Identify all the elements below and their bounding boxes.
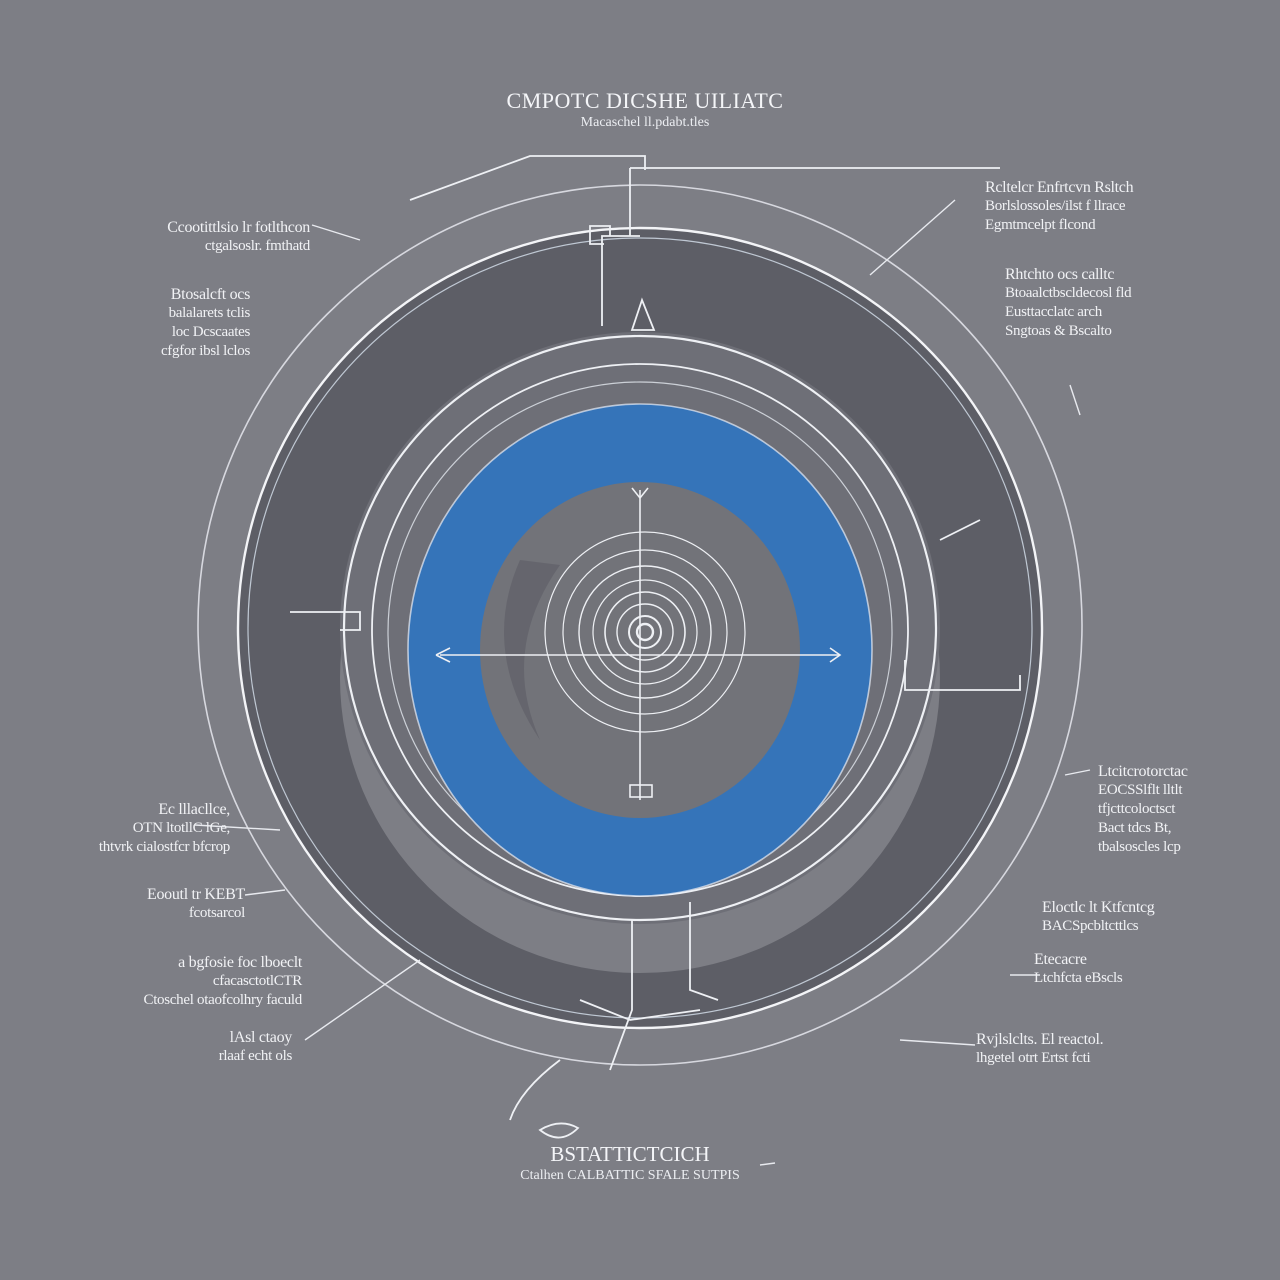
outer-thin-ring bbox=[197, 184, 1083, 1066]
top-channel bbox=[409, 155, 1000, 331]
diagram-title: CMPOTC DICSHE UILIATC bbox=[506, 88, 784, 113]
label-right-low-2: Etecacre Ltchfcta eBscls bbox=[1034, 951, 1123, 986]
blue-ring-edge bbox=[407, 403, 873, 897]
label-left-low-1: a bgfosie foc lboeclt cfacasctotlCTR Cto… bbox=[143, 954, 302, 1008]
inner-core-shadow bbox=[504, 560, 560, 740]
crosshair-lines bbox=[435, 487, 842, 800]
bottom-title: BSTATTICTCICH bbox=[550, 1142, 710, 1166]
label-left-mid-1: Ec lllacllce, OTN ltotllC lGe, thtvrk ci… bbox=[98, 801, 230, 855]
label-left-low-2: lAsl ctaoy rlaaf echt ols bbox=[218, 1029, 293, 1064]
side-connectors bbox=[290, 519, 1021, 691]
label-right-low-1: Eloctlc lt Ktfcntcg BACSpcbltcttlcs bbox=[1042, 899, 1155, 934]
label-top-right-2: Rhtchto ocs calltc Btoaalctbscldecosl fl… bbox=[1005, 266, 1132, 339]
label-right-mid: Ltcitcrotorctac EOCSSlflt lltlt tfjcttco… bbox=[1098, 763, 1188, 855]
bottom-subtitle: Ctalhen CALBATTIC SFALE SUTPIS bbox=[520, 1168, 740, 1183]
leader-lines bbox=[194, 199, 1091, 1166]
label-top-right-1: Rcltelcr Enfrtcvn Rsltch Borlslossoles/i… bbox=[985, 179, 1134, 233]
label-top-left-1: Ccootittlsio lr fotlthcon ctgalsoslr. fm… bbox=[167, 219, 310, 254]
label-right-low-3: Rvjlslclts. El reactol. lhgetel otrt Ert… bbox=[976, 1031, 1104, 1066]
center-target bbox=[544, 531, 746, 733]
diagram-subtitle: Macaschel ll.pdabt.tles bbox=[580, 115, 710, 130]
label-top-left-2: Btosalcft ocs balalarets tclis loc Dcsca… bbox=[160, 286, 250, 359]
label-left-mid-2: Eooutl tr KEBT fcotsarcol bbox=[146, 886, 245, 921]
dark-ring-rim bbox=[236, 226, 1044, 1030]
bottom-channel bbox=[509, 902, 719, 1139]
middle-ring-line-1 bbox=[342, 334, 938, 922]
